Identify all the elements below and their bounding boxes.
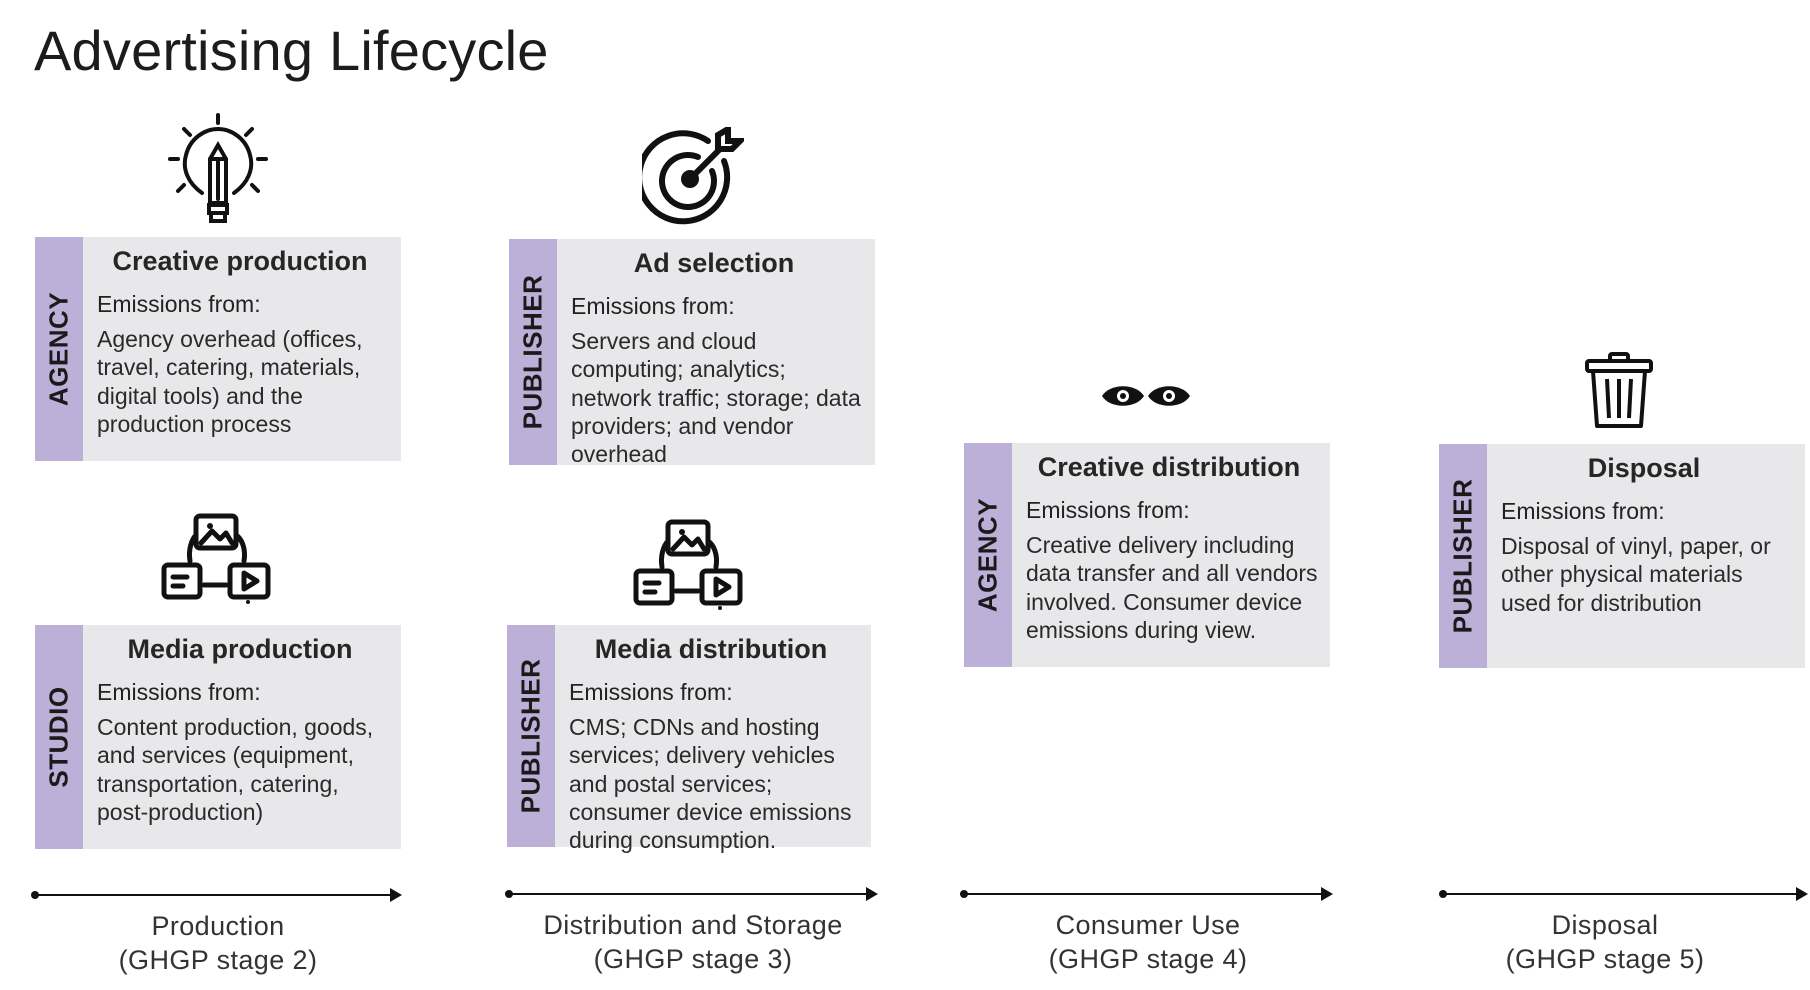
media-distribution-card: PUBLISHER Media distribution Emissions f… [507, 625, 871, 853]
card-description: Creative delivery including data transfe… [1026, 531, 1318, 643]
card-heading: Creative distribution [1037, 452, 1301, 482]
emissions-label: Emissions from: [1026, 497, 1190, 524]
card-description: Agency overhead (offices, travel, cateri… [97, 325, 363, 437]
stage-label: Production (GHGP stage 2) [118, 911, 318, 975]
timeline-arrow [34, 894, 392, 896]
timeline-arrow [1442, 893, 1798, 895]
card-heading: Disposal [1587, 453, 1701, 483]
card-description: Servers and cloud computing; analytics; … [571, 327, 861, 468]
role-tag: AGENCY [964, 443, 1012, 667]
emissions-label: Emissions from: [97, 679, 261, 706]
media-assets-icon [160, 513, 274, 605]
card-heading: Creative production [112, 246, 368, 276]
card-description: Disposal of vinyl, paper, or other physi… [1501, 532, 1771, 616]
role-tag: PUBLISHER [507, 625, 555, 847]
emissions-label: Emissions from: [1501, 498, 1665, 525]
disposal-card: PUBLISHER Disposal Emissions from: Dispo… [1439, 444, 1805, 668]
role-tag: PUBLISHER [509, 239, 557, 465]
ad-selection-card: PUBLISHER Ad selection Emissions from: S… [509, 239, 875, 468]
timeline-arrow [963, 893, 1323, 895]
emissions-label: Emissions from: [571, 293, 735, 320]
card-heading: Ad selection [633, 248, 795, 278]
card-description: CMS; CDNs and hosting services; delivery… [569, 713, 852, 854]
eyes-icon [1100, 379, 1192, 413]
role-tag: STUDIO [35, 625, 83, 849]
lightbulb-pencil-icon [166, 113, 270, 225]
creative-production-card: AGENCY Creative production Emissions fro… [35, 237, 401, 461]
role-tag: AGENCY [35, 237, 83, 461]
card-heading: Media distribution [594, 634, 828, 664]
emissions-label: Emissions from: [569, 679, 733, 706]
media-assets-icon [632, 519, 746, 611]
stage-label: Consumer Use (GHGP stage 4) [1048, 910, 1248, 974]
stage-label: Distribution and Storage (GHGP stage 3) [543, 910, 843, 974]
timeline-arrow [508, 893, 868, 895]
role-tag: PUBLISHER [1439, 444, 1487, 668]
page-title: Advertising Lifecycle [34, 19, 549, 82]
media-production-card: STUDIO Media production Emissions from: … [35, 625, 401, 849]
card-heading: Media production [127, 634, 353, 664]
target-arrow-icon [642, 127, 744, 227]
creative-distribution-card: AGENCY Creative distribution Emissions f… [964, 443, 1330, 667]
emissions-label: Emissions from: [97, 291, 261, 318]
stage-label: Disposal (GHGP stage 5) [1505, 910, 1705, 974]
card-description: Content production, goods, and services … [97, 713, 374, 825]
trash-can-icon [1584, 351, 1654, 429]
